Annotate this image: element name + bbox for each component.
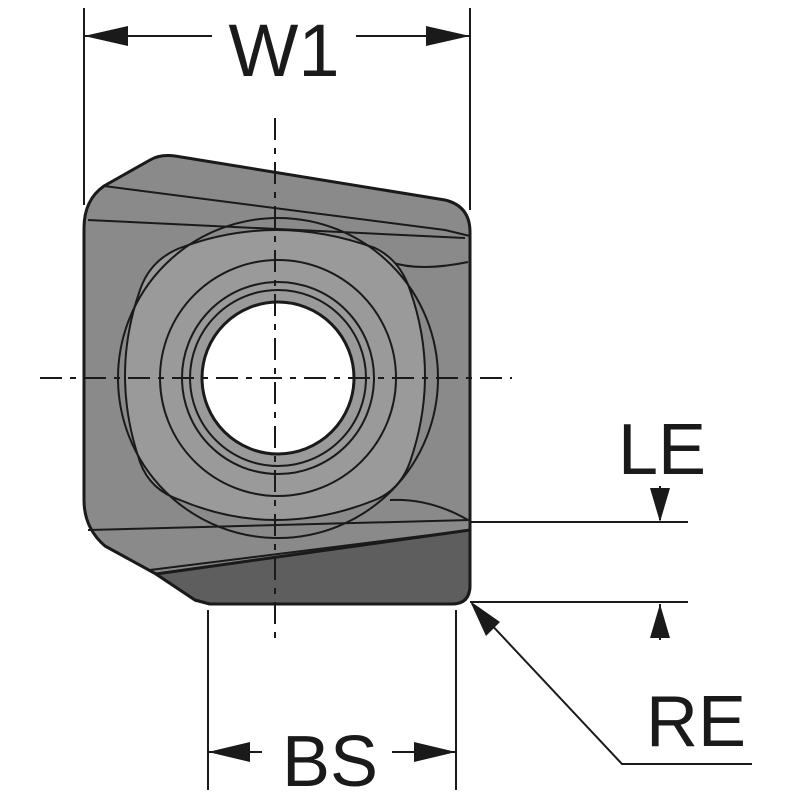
re-label: RE [646,682,746,762]
re-leader-arrow [470,601,500,636]
bs-arrow-left [208,742,250,762]
cutting-edge [154,528,472,606]
dimension-bs: BS [207,610,457,800]
le-label: LE [618,410,706,490]
w1-arrow-left [84,26,128,46]
dimension-w1: W1 [83,8,471,210]
bs-label: BS [282,722,378,800]
lower-facet-line [87,519,471,531]
upper-facet [103,185,471,237]
w1-label: W1 [229,9,340,92]
le-arrow [650,488,670,522]
insert-body [82,154,472,606]
bs-arrow-right [414,742,456,762]
re-leader-line [471,603,752,765]
dimension-le: LE [470,410,706,523]
center-lines [40,118,512,640]
dimension-re: RE [470,601,752,765]
lower-facet-curve [389,498,469,521]
w1-arrow-right [426,26,470,46]
re-arrow [650,604,670,638]
